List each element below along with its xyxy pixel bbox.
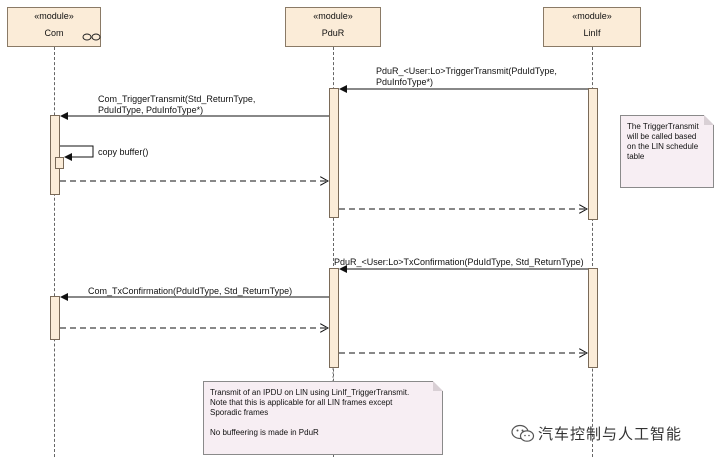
lifeline-head-pdur: «module» PduR bbox=[285, 7, 381, 47]
lifeline-name: LinIf bbox=[583, 28, 601, 38]
label-copy-buffer: copy buffer() bbox=[98, 147, 149, 157]
stereotype-label: «module» bbox=[34, 11, 74, 21]
lifeline-name: Com bbox=[44, 28, 64, 38]
label-com-tx-confirmation: Com_TxConfirmation(PduIdType, Std_Return… bbox=[88, 286, 293, 296]
subsystem-icon bbox=[82, 33, 101, 41]
activation-linif-1 bbox=[588, 88, 598, 220]
label-tx-confirmation-pdur: PduR_<User:Lo>TxConfirmation(PduIdType, … bbox=[334, 257, 584, 267]
lifeline-line-pdur bbox=[333, 47, 334, 457]
label-trigger-transmit-pdur: PduR_<User:Lo>TriggerTransmit(PduIdType,… bbox=[376, 66, 557, 87]
watermark-text: 汽车控制与人工智能 bbox=[538, 426, 683, 443]
lifeline-line-com bbox=[54, 47, 55, 457]
lifeline-line-linif bbox=[592, 47, 593, 457]
arrow-copy-buffer bbox=[60, 145, 94, 161]
note-trigger-transmit: The TriggerTransmit will be called based… bbox=[620, 115, 714, 188]
activation-com-nested bbox=[55, 157, 64, 169]
label-com-trigger-transmit: Com_TriggerTransmit(Std_ReturnType, PduI… bbox=[98, 94, 256, 115]
activation-com-1 bbox=[50, 115, 60, 195]
lifeline-name: PduR bbox=[321, 28, 345, 38]
stereotype-label: «module» bbox=[572, 11, 612, 21]
wechat-icon bbox=[511, 424, 535, 444]
activation-linif-2 bbox=[588, 268, 598, 368]
note-bottom: Transmit of an IPDU on LIN using LinIf_T… bbox=[203, 381, 443, 455]
activation-pdur-2 bbox=[329, 268, 339, 368]
activation-pdur-1 bbox=[329, 88, 339, 218]
lifeline-head-com: «module» Com bbox=[7, 7, 101, 47]
lifeline-head-linif: «module» LinIf bbox=[543, 7, 641, 47]
activation-com-2 bbox=[50, 296, 60, 340]
stereotype-label: «module» bbox=[313, 11, 353, 21]
